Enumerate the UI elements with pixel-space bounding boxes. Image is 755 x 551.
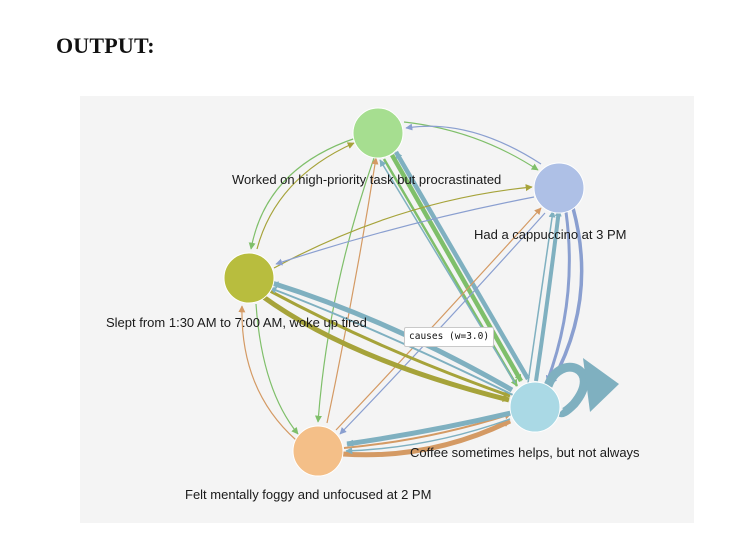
edge-sleep-to-foggy[interactable] [255,303,299,435]
edge-coffee-to-task-b[interactable] [379,159,516,384]
nodes [223,107,585,477]
edge-task-to-coffee-a[interactable] [390,153,523,383]
edge-foggy-to-task[interactable] [326,157,379,424]
edge-coffee-to-capp-b[interactable] [527,210,556,384]
output-heading: OUTPUT: [56,33,155,58]
edge-coffee-to-task-a[interactable] [394,150,530,381]
self-loop-arrowhead [583,358,619,412]
edge-sleep-to-task[interactable] [256,142,355,250]
edge-coffee-to-sleep-a[interactable] [271,280,514,393]
node-labels: Worked on high-priority task but procras… [106,172,640,502]
edge-capp-to-foggy[interactable] [339,212,546,435]
node-coffee[interactable] [509,381,561,433]
edge-sleep-to-coffee-a[interactable] [260,293,510,403]
edge-task-to-foggy[interactable] [314,157,375,423]
edge-tooltip: causes (w=3.0) [404,327,495,347]
edge-task-to-coffee-b[interactable] [382,158,519,387]
edge-sleep-to-capp[interactable] [273,184,533,269]
edge-task-to-sleep[interactable] [248,137,357,250]
node-task[interactable] [352,107,404,159]
node-capp[interactable] [533,162,585,214]
edge-foggy-to-capp[interactable] [335,207,542,431]
edge-coffee-to-foggy-b[interactable] [345,418,511,455]
edges [238,121,619,458]
edge-foggy-to-sleep[interactable] [238,305,297,441]
edge-task-to-capp[interactable] [403,121,539,171]
node-foggy-label: Felt mentally foggy and unfocused at 2 P… [185,487,431,502]
edge-coffee-self-loop[interactable] [543,362,589,418]
edge-coffee-to-capp-a[interactable] [534,209,562,382]
edge-capp-to-coffee-b[interactable] [549,207,584,385]
edge-sleep-to-coffee-b[interactable] [269,289,511,398]
edge-capp-to-task[interactable] [405,123,542,165]
node-foggy[interactable] [292,425,344,477]
edge-foggy-to-coffee-a[interactable] [342,418,512,458]
node-capp-label: Had a cappuccino at 3 PM [474,227,626,242]
edge-capp-to-coffee-a[interactable] [545,211,571,383]
edge-capp-to-sleep[interactable] [275,196,535,266]
edge-coffee-to-foggy-a[interactable] [346,410,512,447]
edge-coffee-to-sleep-b[interactable] [269,286,514,396]
node-sleep[interactable] [223,252,275,304]
node-coffee-label: Coffee sometimes helps, but not always [410,445,640,460]
node-task-label: Worked on high-priority task but procras… [232,172,501,187]
node-sleep-label: Slept from 1:30 AM to 7:00 AM, woke up t… [106,315,367,330]
